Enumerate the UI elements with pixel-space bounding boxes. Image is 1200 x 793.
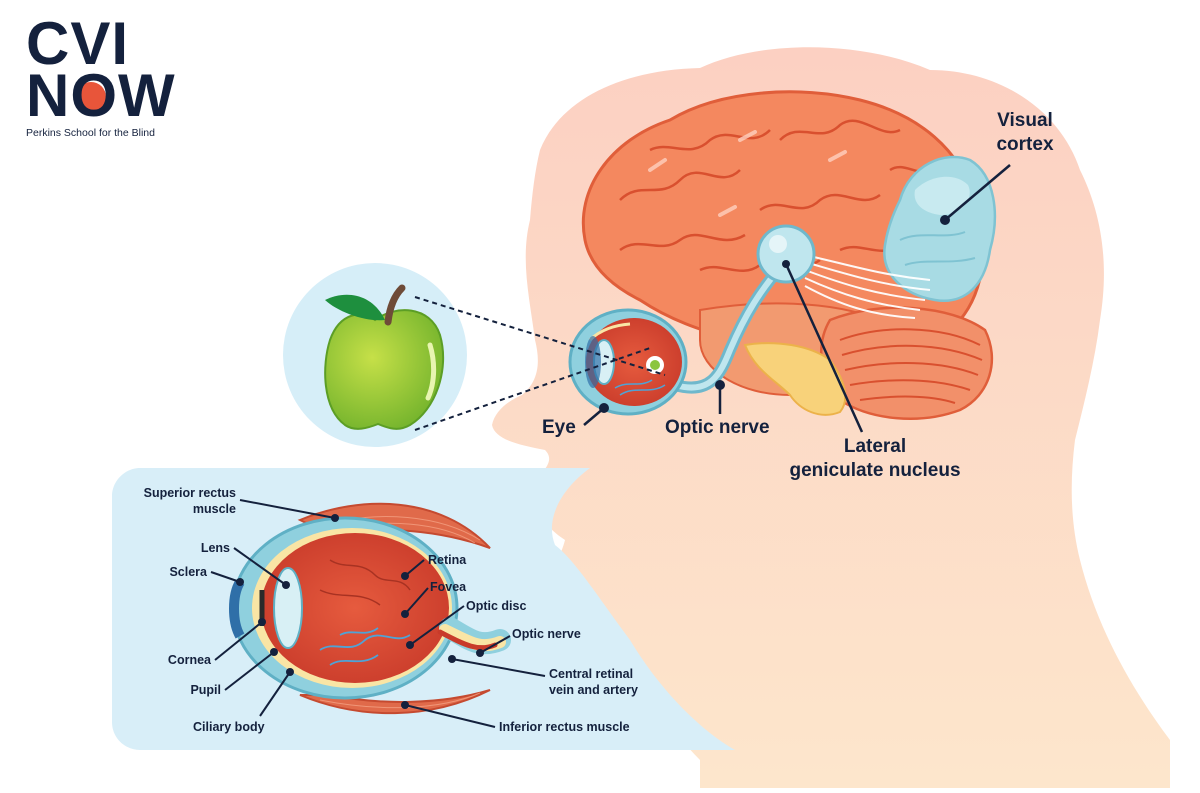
- label-pupil: Pupil: [190, 683, 221, 697]
- label-central-retinal-1: Central retinal: [549, 667, 633, 681]
- apple-icon: [324, 284, 445, 430]
- logo-org: Perkins School for the Blind: [26, 127, 155, 139]
- leader-visual-cortex: [944, 164, 1011, 221]
- label-optic-nerve: Optic nerve: [665, 417, 770, 438]
- brainstem: [743, 342, 847, 416]
- label-lgn-2: geniculate nucleus: [789, 460, 960, 481]
- label-visual-cortex-2: cortex: [996, 134, 1053, 155]
- label-central-retinal-2: vein and artery: [549, 683, 638, 697]
- label-inferior-rectus: Inferior rectus muscle: [499, 720, 630, 734]
- label-lgn-1: Lateral: [844, 436, 906, 457]
- lgn-node: [756, 224, 816, 284]
- label-ciliary-body: Ciliary body: [193, 720, 265, 734]
- visual-cortex: [883, 155, 996, 303]
- label-eye: Eye: [542, 417, 576, 438]
- label-fovea: Fovea: [430, 580, 467, 594]
- label-sclera: Sclera: [169, 565, 208, 579]
- optic-radiations: [804, 254, 931, 319]
- logo-accent-dot: [76, 82, 106, 112]
- label-optic-disc: Optic disc: [466, 599, 526, 613]
- label-superior-rectus-2: muscle: [193, 502, 236, 516]
- main-eye: [568, 308, 688, 416]
- label-superior-rectus-1: Superior rectus: [144, 486, 236, 500]
- label-lens: Lens: [201, 541, 230, 555]
- label-retina: Retina: [428, 553, 467, 567]
- label-visual-cortex-1: Visual: [997, 110, 1053, 131]
- logo-line-2: NOW: [26, 62, 176, 129]
- cerebellum: [820, 306, 994, 420]
- leader-lgn: [784, 263, 864, 433]
- logo-line-1: CVI: [26, 10, 130, 77]
- label-cornea: Cornea: [168, 653, 212, 667]
- sight-lines: [414, 296, 666, 431]
- label-inset-optic-nerve: Optic nerve: [512, 627, 581, 641]
